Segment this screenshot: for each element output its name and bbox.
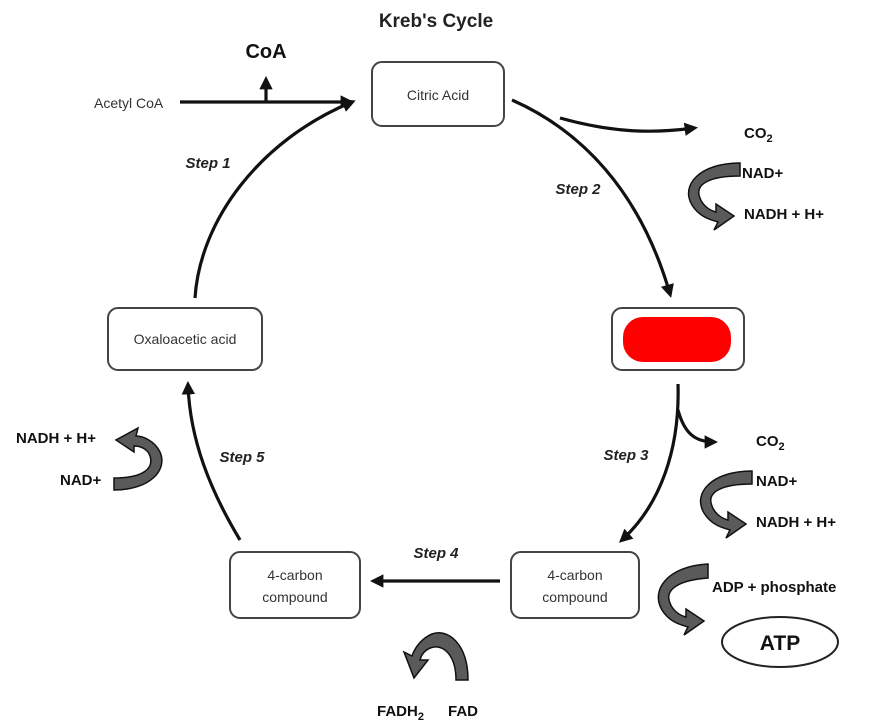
redaction-mark — [623, 317, 731, 362]
coa-label: CoA — [245, 41, 286, 63]
hidden-compound-box — [611, 307, 745, 371]
step3-co2-label: CO2 — [756, 433, 785, 453]
step2-label: Step 2 — [555, 181, 601, 198]
step5-arrow — [181, 380, 242, 541]
fadh2-label: FADH2 — [377, 703, 424, 723]
step2-nad-label: NAD+ — [742, 165, 783, 182]
four-carbon-right-label-line1: 4-carbon — [547, 567, 602, 583]
citric-acid-label: Citric Acid — [407, 87, 469, 103]
step3-label: Step 3 — [603, 447, 649, 464]
step1-arrow — [193, 99, 356, 299]
oxaloacetic-acid-box: Oxaloacetic acid — [107, 307, 263, 371]
step2-co2-label: CO2 — [744, 125, 773, 145]
fad-label: FAD — [448, 703, 478, 720]
step2-co2-arrow — [559, 116, 698, 136]
atp-label: ATP — [760, 632, 800, 655]
acetyl-coa-label: Acetyl CoA — [94, 95, 164, 111]
step3-nad-label: NAD+ — [756, 473, 797, 490]
step2-arrow — [511, 98, 674, 298]
oxaloacetic-acid-label: Oxaloacetic acid — [134, 331, 237, 347]
step2-nadh-label: NADH + H+ — [744, 206, 824, 223]
adp-curved-arrow — [657, 563, 709, 636]
step5-nad-label: NAD+ — [60, 472, 101, 489]
four-carbon-compound-box-left: 4-carbon compound — [229, 551, 361, 619]
step3-co2-arrow — [676, 409, 719, 449]
step5-nadh-label: NADH + H+ — [16, 430, 96, 447]
step3-arrow — [619, 383, 680, 543]
step1-label: Step 1 — [185, 155, 230, 172]
four-carbon-compound-box-right: 4-carbon compound — [510, 551, 640, 619]
step3-nad-curved-arrow — [699, 470, 753, 539]
four-carbon-left-label-line2: compound — [262, 589, 327, 605]
fad-curved-arrow — [402, 632, 469, 681]
step5-nad-curved-arrow — [113, 426, 163, 491]
step5-label: Step 5 — [219, 449, 265, 466]
diagram-title: Kreb's Cycle — [379, 11, 493, 32]
four-carbon-right-label-line2: compound — [542, 589, 607, 605]
adp-phosphate-label: ADP + phosphate — [712, 579, 836, 596]
citric-acid-box: Citric Acid — [371, 61, 505, 127]
atp-ellipse — [721, 616, 839, 668]
step3-nadh-label: NADH + H+ — [756, 514, 836, 531]
step2-nad-curved-arrow — [687, 162, 741, 231]
four-carbon-left-label-line1: 4-carbon — [267, 567, 322, 583]
step4-label: Step 4 — [413, 545, 459, 562]
